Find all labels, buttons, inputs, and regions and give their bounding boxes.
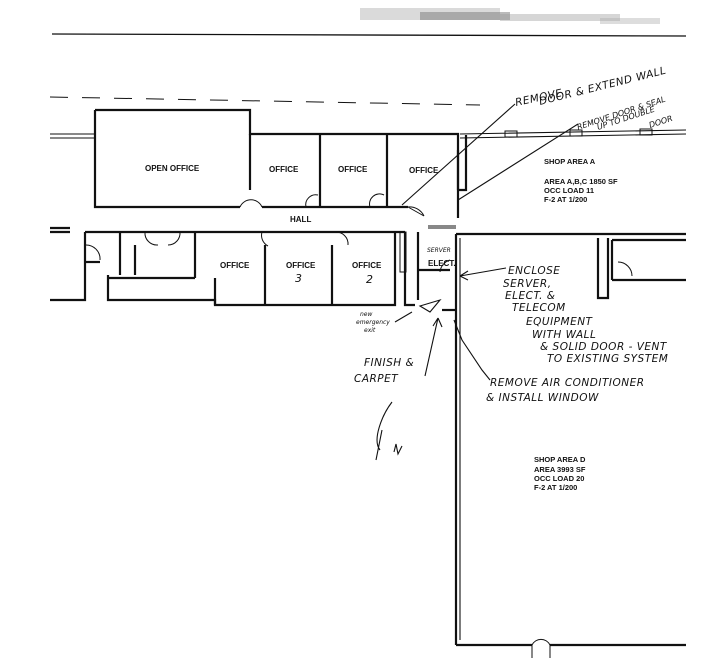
upper-office-block — [93, 108, 468, 218]
dashed-line — [49, 96, 481, 106]
note-exit-line-2: emergency — [356, 319, 390, 326]
office-bottom-3-label: OFFICE — [352, 261, 382, 270]
note-finish-carpet: FINISH & CARPET — [354, 317, 443, 385]
shop-area-d-info: SHOP AREA D AREA 3993 SF OCC LOAD 20 F-2… — [534, 455, 586, 492]
note-remove-door-leader — [401, 103, 516, 206]
note-enclose-line-2: SERVER, — [503, 278, 552, 290]
note-ac-leader — [453, 319, 491, 381]
note-remove-ac: REMOVE AIR CONDITIONER & INSTALL WINDOW — [453, 319, 645, 404]
note-enclose-line-6: WITH WALL — [532, 329, 596, 341]
shop-area-a-line-1: SHOP AREA A — [544, 157, 596, 166]
note-ac-line-2: & INSTALL WINDOW — [486, 392, 599, 404]
note-enclose-line-3: ELECT. & — [505, 290, 555, 302]
office-top-3-label: OFFICE — [409, 166, 439, 175]
office-top-2-label: OFFICE — [338, 165, 368, 174]
note-enclose-line-8: TO EXISTING SYSTEM — [547, 353, 668, 365]
shop-area-d-line-1: SHOP AREA D — [534, 455, 586, 464]
note-exit-line-3: exit — [364, 327, 376, 334]
note-double-leader — [457, 123, 579, 201]
note-enclose-line-7: & SOLID DOOR - VENT — [540, 341, 668, 353]
office-top-1-label: OFFICE — [269, 165, 299, 174]
note-enclose-line-1: ENCLOSE — [508, 265, 560, 277]
server-label: SERVER — [427, 247, 451, 254]
note-exit-line-1: new — [360, 311, 372, 318]
exterior-wall-top — [50, 128, 687, 139]
shop-area-a-line-4: F-2 AT 1/200 — [544, 195, 587, 204]
note-ac-line-1: REMOVE AIR CONDITIONER — [490, 377, 645, 389]
note-double-line-3: DOOR — [648, 114, 674, 130]
office-bottom-2-number: 3 — [295, 272, 302, 285]
office-bottom-2-label: OFFICE — [286, 261, 316, 270]
note-enclose-server: ENCLOSE SERVER, ELECT. & TELECOM EQUIPME… — [459, 265, 668, 365]
shop-area-a-line-3: OCC LOAD 11 — [544, 186, 594, 195]
note-exit-leader — [394, 298, 442, 323]
pen-mark — [375, 401, 403, 461]
top-rule — [51, 33, 687, 37]
note-new-emergency-exit: new emergency exit — [356, 298, 442, 334]
lower-office-block — [50, 226, 415, 307]
note-enclose-leader — [459, 267, 507, 281]
note-enclose-line-4: TELECOM — [512, 302, 566, 314]
note-finish-line-2: CARPET — [354, 373, 399, 385]
note-finish-leader — [424, 317, 443, 377]
note-finish-line-1: FINISH & — [364, 357, 414, 369]
office-bottom-1-label: OFFICE — [220, 261, 250, 270]
office-bottom-3-number: 2 — [366, 273, 373, 286]
shop-area-d-line-2: AREA 3993 SF — [534, 465, 586, 474]
scan-noise — [360, 8, 660, 24]
open-office-label: OPEN OFFICE — [145, 164, 200, 173]
elect-label: ELECT. — [428, 259, 456, 268]
shop-area-a-line-2: AREA A,B,C 1850 SF — [544, 177, 618, 186]
shop-area-a-info: SHOP AREA A AREA A,B,C 1850 SF OCC LOAD … — [544, 157, 618, 204]
shop-area-d-line-4: F-2 AT 1/200 — [534, 483, 577, 492]
note-enclose-line-5: EQUIPMENT — [526, 316, 594, 328]
server-elect-room — [416, 225, 456, 300]
shop-area-d-walls — [442, 232, 686, 658]
shop-area-d-line-3: OCC LOAD 20 — [534, 474, 584, 483]
hall-label: HALL — [290, 215, 311, 224]
